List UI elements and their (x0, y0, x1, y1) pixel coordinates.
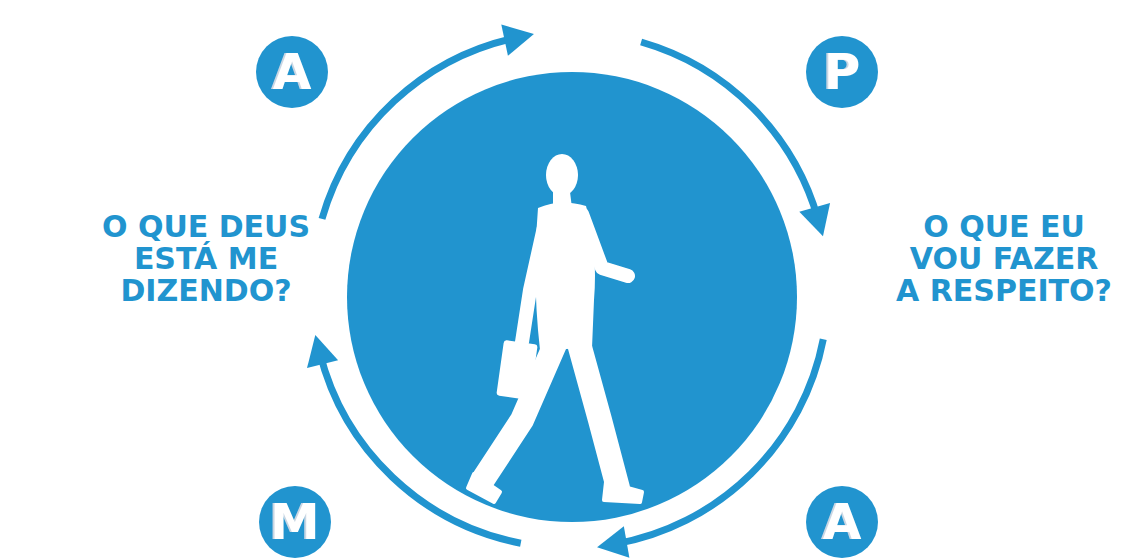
letter-badge: A (806, 486, 878, 558)
question-text: O QUE EU VOU FAZER A RESPEITO? (895, 211, 1114, 307)
cycle-arc (615, 339, 823, 544)
question-text: O QUE DEUS ESTÁ ME DIZENDO? (100, 211, 312, 307)
letter-badge: M (259, 486, 331, 558)
cycle-arc (641, 42, 818, 219)
letter-badge: P (806, 36, 878, 108)
badge-letter: A (823, 497, 862, 547)
badge-letter: P (824, 47, 861, 97)
center-circle (347, 72, 797, 522)
walking-man (468, 154, 642, 502)
cycle-arc (320, 352, 521, 543)
arrow-head (307, 335, 338, 368)
arrow-head (501, 24, 534, 55)
arrow-head (597, 526, 629, 558)
cycle-arc (322, 38, 516, 219)
cycle-arrows (307, 24, 830, 557)
letter-badge: A (256, 36, 328, 108)
badge-letter: M (270, 497, 320, 547)
arrow-head (799, 203, 830, 236)
badge-letter: A (273, 47, 312, 97)
